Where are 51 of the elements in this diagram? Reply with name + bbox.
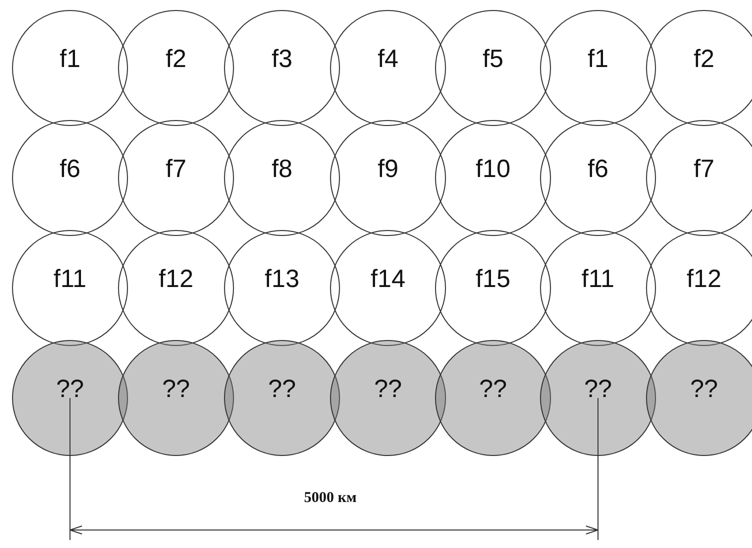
circle-label: ?? xyxy=(162,374,190,404)
circle-label: ?? xyxy=(479,374,507,404)
circle xyxy=(646,10,752,126)
circle xyxy=(435,120,551,236)
circle xyxy=(540,120,656,236)
circle xyxy=(12,120,128,236)
circle-label: f11 xyxy=(582,264,614,294)
circle xyxy=(646,230,752,346)
circle-label: f7 xyxy=(694,154,714,184)
circle-label: f1 xyxy=(60,44,80,74)
circle-label: f11 xyxy=(54,264,86,294)
circle-label: f12 xyxy=(686,264,722,294)
circle xyxy=(540,10,656,126)
circle-label: ?? xyxy=(690,374,718,404)
circle xyxy=(12,230,128,346)
circle-label: f15 xyxy=(476,264,510,294)
circle-label: ?? xyxy=(584,374,612,404)
circle-label: f2 xyxy=(166,44,186,74)
dimension-label: 5000 км xyxy=(304,490,357,507)
circle-label: f2 xyxy=(694,44,714,74)
circle-label: f13 xyxy=(264,264,300,294)
circle xyxy=(118,10,234,126)
circle-label: f12 xyxy=(158,264,194,294)
circle-label: f14 xyxy=(370,264,406,294)
circle-label: ?? xyxy=(56,374,84,404)
circle-label: f3 xyxy=(272,44,292,74)
circle-label: f1 xyxy=(588,44,608,74)
circle xyxy=(435,10,551,126)
circle-label: f6 xyxy=(60,154,80,184)
circle xyxy=(224,10,340,126)
circle-label: f5 xyxy=(482,44,504,74)
circle xyxy=(224,230,340,346)
circle-label: f9 xyxy=(378,154,398,184)
circle-label: f8 xyxy=(272,154,292,184)
circle xyxy=(118,120,234,236)
circle xyxy=(646,340,752,456)
circle xyxy=(435,230,551,346)
circle-label: f10 xyxy=(476,154,510,184)
circle-label: ?? xyxy=(268,374,296,404)
circle-label: ?? xyxy=(374,374,402,404)
circle xyxy=(646,120,752,236)
circle xyxy=(330,120,446,236)
circle-label: f7 xyxy=(166,154,186,184)
circle xyxy=(12,10,128,126)
circle xyxy=(224,120,340,236)
circle xyxy=(330,10,446,126)
circle-label: f4 xyxy=(378,44,398,74)
circle xyxy=(118,230,234,346)
circle xyxy=(330,230,446,346)
circle xyxy=(540,230,656,346)
circle-label: f6 xyxy=(588,154,608,184)
